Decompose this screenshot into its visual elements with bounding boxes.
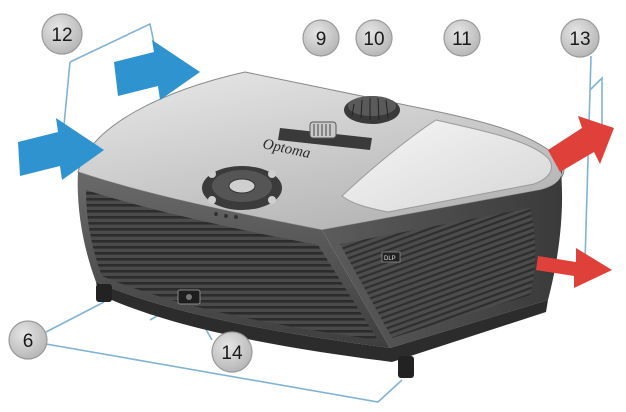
zoom-slot <box>278 128 372 150</box>
security-lock-hole <box>186 294 192 300</box>
control-keypad <box>202 166 282 219</box>
callout-6: 6 <box>8 320 48 360</box>
dlp-badge-text: DLP <box>384 256 396 262</box>
svg-text:6: 6 <box>23 331 34 352</box>
focus-ring-top <box>348 96 396 116</box>
svg-text:9: 9 <box>316 29 327 50</box>
callout-11: 11 <box>443 19 481 57</box>
lamp-cover <box>341 119 552 213</box>
exhaust-arrow-top <box>548 116 614 172</box>
callout-10: 10 <box>355 19 393 57</box>
exhaust-arrow-bottom <box>536 248 612 288</box>
leader-12-a <box>63 61 71 126</box>
side-vents <box>340 208 536 338</box>
callout-12: 12 <box>41 13 83 55</box>
leader-13-a <box>584 55 592 263</box>
front-vents <box>86 190 378 340</box>
svg-text:12: 12 <box>51 25 72 46</box>
focus-ring-ridges <box>351 97 389 121</box>
svg-text:13: 13 <box>569 29 590 50</box>
foot-left <box>96 284 112 302</box>
intake-arrow-bottom <box>18 118 104 180</box>
leader-13-b <box>589 76 603 128</box>
leader-6-b <box>45 343 403 403</box>
bottom-rim <box>96 282 548 362</box>
svg-text:10: 10 <box>363 29 384 50</box>
svg-text:14: 14 <box>221 343 243 364</box>
zoom-lever <box>309 121 337 139</box>
foot-right <box>398 356 414 378</box>
projector-body: Optoma DLP <box>77 71 565 378</box>
intake-arrow-top <box>114 40 200 100</box>
callout-9: 9 <box>302 19 340 57</box>
dlp-badge <box>381 251 401 263</box>
svg-text:11: 11 <box>452 29 472 50</box>
zoom-ridges <box>313 124 331 136</box>
intake-arrows <box>18 40 200 180</box>
callout-14: 14 <box>211 331 253 373</box>
callout-13: 13 <box>560 18 600 58</box>
exhaust-arrows <box>536 116 614 288</box>
leader-6-a <box>45 301 105 333</box>
